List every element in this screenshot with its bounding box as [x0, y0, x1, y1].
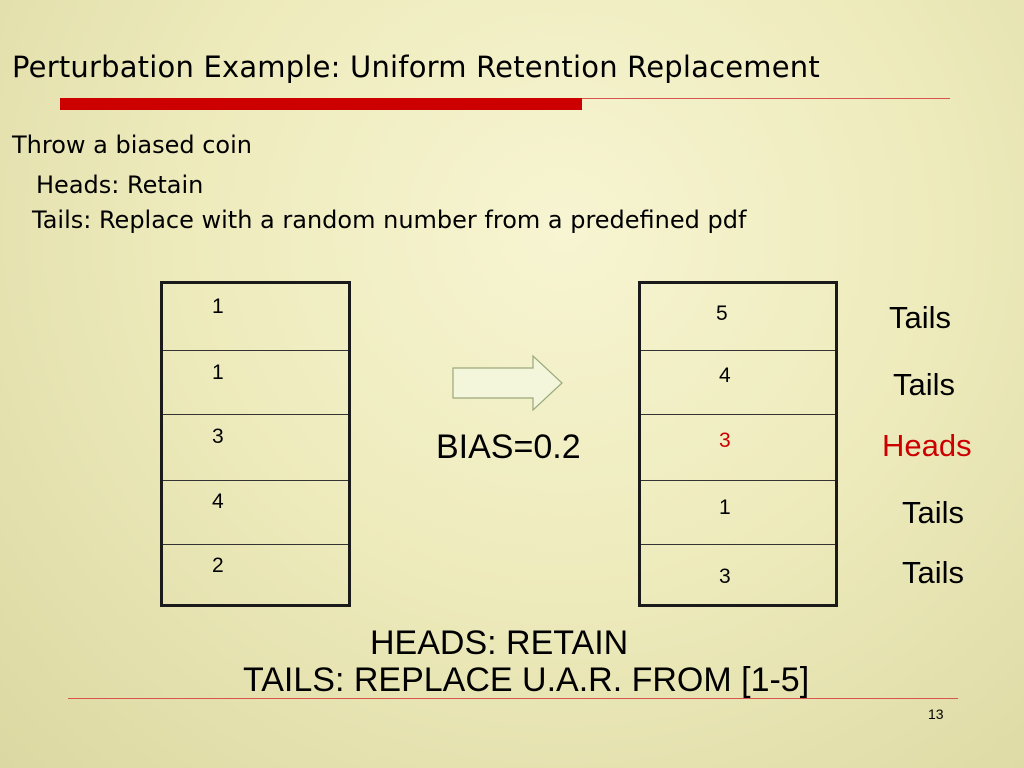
original-cell: 1	[163, 284, 348, 350]
outcome-label: Tails	[902, 555, 965, 590]
perturbed-cell: 4	[641, 350, 835, 414]
outcome-label: Tails	[902, 495, 965, 530]
slide-title: Perturbation Example: Uniform Retention …	[12, 50, 820, 84]
bullet-tails-replace: Tails: Replace with a random number from…	[32, 206, 747, 234]
original-value: 1	[212, 361, 224, 384]
original-value: 1	[212, 295, 224, 318]
perturbed-value-retained: 3	[719, 429, 731, 452]
perturbed-value: 3	[719, 565, 731, 588]
perturbed-value: 5	[716, 302, 728, 325]
page-number: 13	[928, 706, 944, 722]
outcome-label-heads: Heads	[882, 428, 972, 463]
perturbed-cell: 3	[641, 544, 835, 604]
right-arrow-icon	[452, 354, 563, 412]
outcome-label: Tails	[893, 367, 956, 402]
perturbed-cell: 3	[641, 414, 835, 480]
original-value: 4	[212, 490, 224, 513]
original-value: 2	[212, 554, 224, 577]
original-cell: 1	[163, 350, 348, 414]
perturbed-value: 1	[719, 496, 731, 519]
perturbed-values-table: 5 4 3 1 3	[638, 281, 838, 607]
original-cell: 2	[163, 544, 348, 604]
perturbed-cell: 1	[641, 480, 835, 544]
perturbed-cell: 5	[641, 284, 835, 350]
bias-label: BIAS=0.2	[436, 428, 581, 466]
bullet-heads-retain: Heads: Retain	[36, 171, 204, 199]
bullet-throw-coin: Throw a biased coin	[12, 131, 252, 159]
original-cell: 3	[163, 414, 348, 480]
heads-rule-text: HEADS: RETAIN	[370, 624, 629, 662]
title-divider-thick	[60, 98, 582, 110]
outcome-label: Tails	[889, 300, 952, 335]
perturbed-value: 4	[719, 364, 731, 387]
footer-divider	[68, 698, 958, 699]
tails-rule-text: TAILS: REPLACE U.A.R. FROM [1-5]	[243, 661, 810, 699]
original-value: 3	[212, 425, 224, 448]
original-values-table: 1 1 3 4 2	[160, 281, 351, 607]
original-cell: 4	[163, 480, 348, 544]
